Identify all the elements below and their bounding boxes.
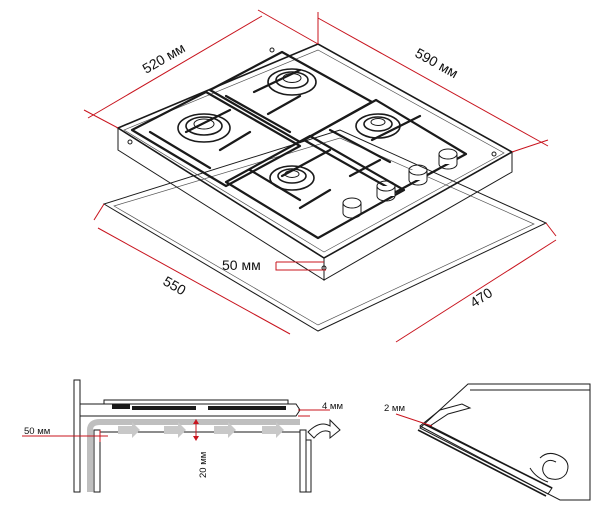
seal-roll bbox=[539, 452, 569, 480]
burner-right bbox=[355, 113, 401, 139]
hob-top-inner-edge bbox=[123, 49, 505, 253]
burner-front-left bbox=[269, 165, 315, 191]
cabinet-left-side bbox=[93, 429, 101, 493]
worktop-corner bbox=[419, 383, 591, 501]
seal-strip bbox=[419, 403, 553, 495]
top-gap-label: 4 мм bbox=[322, 401, 343, 412]
hob-plate bbox=[103, 399, 289, 405]
knob-3 bbox=[408, 164, 428, 186]
burner-center-rear bbox=[267, 68, 317, 96]
burners bbox=[177, 68, 401, 191]
dimension-depth-label: 590 мм bbox=[413, 45, 461, 82]
dimension-cutout-depth-label: 470 bbox=[467, 284, 495, 310]
bottom-gap-label: 20 мм bbox=[198, 452, 209, 478]
side-gap-label: 50 мм bbox=[24, 426, 50, 437]
knob-4 bbox=[438, 148, 458, 170]
dimension-clearance: 50 мм bbox=[222, 257, 326, 273]
burner-left-rear bbox=[177, 113, 231, 143]
knob-2 bbox=[376, 180, 396, 202]
dimension-clearance-label: 50 мм bbox=[222, 257, 261, 273]
cabinet-right-side bbox=[299, 429, 307, 493]
mounting-screws bbox=[127, 47, 497, 271]
dimension-width-label: 520 мм bbox=[140, 39, 188, 76]
dimension-depth: 590 мм bbox=[317, 12, 549, 153]
airflow-path bbox=[87, 419, 300, 492]
airflow-arrows bbox=[118, 422, 284, 438]
pan-support-grates bbox=[130, 50, 468, 240]
exhaust-arrow bbox=[307, 418, 341, 440]
cross-section-view: 50 мм 4 мм 20 мм bbox=[22, 379, 343, 493]
knob-1 bbox=[342, 197, 362, 219]
hob-perspective bbox=[102, 43, 548, 332]
seal-detail-view: 2 мм bbox=[384, 383, 591, 501]
seal-label: 2 мм bbox=[384, 403, 405, 414]
dimension-width: 520 мм bbox=[83, 9, 319, 129]
control-knobs bbox=[342, 148, 458, 219]
dimension-cutout-width-label: 550 bbox=[161, 273, 189, 299]
hob-right-edge bbox=[323, 151, 513, 281]
